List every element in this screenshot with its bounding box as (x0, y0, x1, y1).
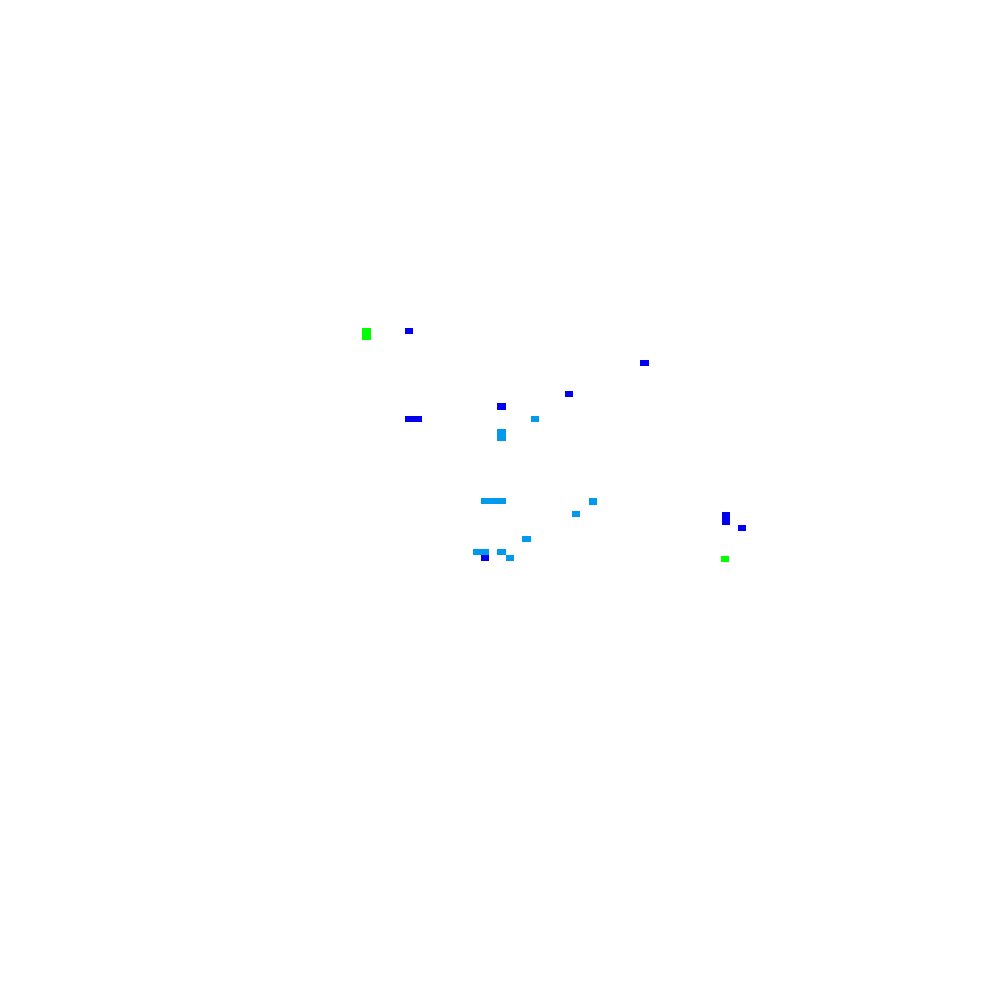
marker-blue-13 (738, 525, 746, 531)
marker-blue-5 (497, 403, 506, 410)
marker-blue-3 (640, 360, 649, 366)
marker-blue-17 (481, 555, 489, 561)
marker-light-blue-7 (531, 416, 539, 422)
marker-light-blue-10 (589, 498, 597, 505)
marker-light-blue-14 (522, 536, 531, 542)
marker-blue-6 (405, 416, 422, 422)
marker-green-19 (721, 556, 729, 562)
marker-blue-12 (722, 512, 730, 525)
marker-blue-2 (405, 328, 413, 334)
marker-light-blue-8 (497, 429, 506, 441)
marker-light-blue-11 (572, 511, 580, 517)
marker-light-blue-16 (497, 549, 506, 555)
marker-light-blue-9 (481, 498, 506, 504)
marker-light-blue-18 (506, 555, 514, 561)
marker-green-1 (362, 328, 371, 340)
marker-light-blue-15 (473, 549, 489, 555)
marker-blue-4 (565, 391, 573, 397)
